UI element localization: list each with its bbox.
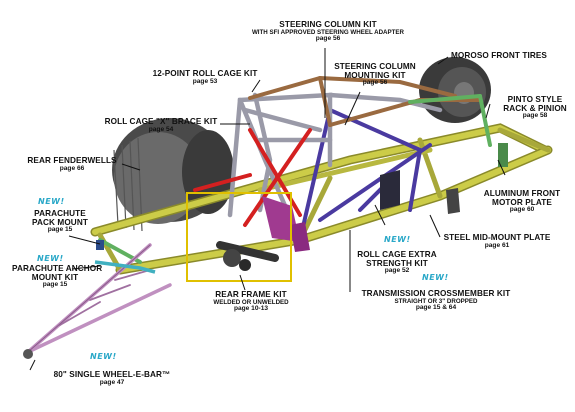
label-roll-cage-12pt-page: page 53 bbox=[192, 77, 218, 85]
label-roll-cage-12pt-title: 12-POINT ROLL CAGE KIT bbox=[152, 69, 258, 78]
mount-bracket bbox=[446, 188, 460, 214]
label-steering-column-mount-page: page 56 bbox=[362, 79, 388, 87]
label-parachute-anchor-title2: MOUNT KIT bbox=[31, 272, 79, 282]
label-rear-fenderwells: REAR FENDERWELLS page 66 bbox=[20, 156, 124, 173]
label-wheelie-bar-title: 80" SINGLE WHEEL-E-BAR™ bbox=[53, 370, 171, 379]
new-badge-wheelie-bar: NEW! bbox=[90, 352, 117, 361]
label-parachute-pack: PARACHUTE PACK MOUNT page 15 bbox=[24, 209, 96, 234]
leader-lines bbox=[29, 48, 506, 371]
label-steering-column-kit-title: STEERING COLUMN KIT bbox=[279, 20, 377, 29]
new-badge-parachute-anchor: NEW! bbox=[37, 254, 64, 263]
label-mid-mount-plate-page: page 61 bbox=[484, 241, 510, 249]
label-extra-strength: ROLL CAGE EXTRA STRENGTH KIT page 52 bbox=[352, 250, 442, 275]
label-steering-column-mount-title2: MOUNTING KIT bbox=[344, 70, 406, 80]
label-pinto-rack: PINTO STYLE RACK & PINION page 58 bbox=[500, 95, 570, 120]
main-frame bbox=[90, 123, 553, 275]
label-parachute-anchor: PARACHUTE ANCHOR MOUNT KIT page 15 bbox=[12, 264, 103, 289]
new-badge-parachute-pack: NEW! bbox=[38, 197, 65, 206]
label-steering-column-mount-title1: STEERING COLUMN bbox=[334, 62, 416, 71]
new-badge-transmission: NEW! bbox=[422, 273, 449, 282]
label-rear-fenderwells-title: REAR FENDERWELLS bbox=[27, 156, 117, 165]
wheelie-bar bbox=[26, 243, 172, 354]
label-extra-strength-page: page 52 bbox=[384, 267, 410, 275]
label-steering-column-kit-sub: WITH SFI APPROVED STEERING WHEEL ADAPTER bbox=[251, 28, 405, 36]
rear-axle bbox=[216, 241, 279, 271]
label-front-motor-plate-title1: ALUMINUM FRONT bbox=[483, 189, 561, 198]
label-rear-frame: REAR FRAME KIT WELDED OR UNWELDED page 1… bbox=[206, 290, 296, 313]
label-front-motor-plate-title2: MOTOR PLATE bbox=[492, 197, 552, 207]
label-extra-strength-title1: ROLL CAGE EXTRA bbox=[357, 250, 437, 259]
label-steering-column-kit-page: page 56 bbox=[315, 35, 341, 43]
label-parachute-pack-title1: PARACHUTE bbox=[34, 209, 86, 218]
label-parachute-anchor-page: page 15 bbox=[42, 281, 68, 289]
label-wheelie-bar-page: page 47 bbox=[99, 378, 125, 386]
label-wheelie-bar: 80" SINGLE WHEEL-E-BAR™ page 47 bbox=[42, 370, 182, 387]
label-moroso-front-tires: MOROSO FRONT TIRES bbox=[451, 51, 571, 61]
motor-plate bbox=[498, 143, 508, 167]
new-badge-extra-strength: NEW! bbox=[384, 235, 411, 244]
label-x-brace-page: page 54 bbox=[148, 125, 174, 133]
label-pinto-rack-page: page 58 bbox=[522, 112, 548, 120]
label-front-motor-plate: ALUMINUM FRONT MOTOR PLATE page 60 bbox=[476, 189, 568, 214]
wheelie-bar-wheel bbox=[23, 349, 33, 359]
label-steering-column-kit: STEERING COLUMN KIT WITH SFI APPROVED ST… bbox=[235, 20, 421, 43]
label-roll-cage-12pt: 12-POINT ROLL CAGE KIT page 53 bbox=[145, 69, 265, 86]
label-extra-strength-title2: STRENGTH KIT bbox=[366, 258, 428, 268]
label-rear-frame-title: REAR FRAME KIT bbox=[215, 290, 287, 299]
rear-frame-highlight-box bbox=[186, 192, 292, 282]
parachute-anchor bbox=[94, 260, 156, 274]
label-rear-frame-sub: WELDED OR UNWELDED bbox=[213, 298, 289, 306]
parachute-pack bbox=[96, 240, 104, 250]
label-transmission-cross: TRANSMISSION CROSSMEMBER KIT STRAIGHT OR… bbox=[358, 289, 514, 312]
label-parachute-anchor-title1: PARACHUTE ANCHOR bbox=[12, 264, 103, 273]
label-rear-frame-page: page 10-13 bbox=[233, 305, 269, 313]
label-parachute-pack-title2: PACK MOUNT bbox=[32, 217, 88, 227]
label-pinto-rack-title2: RACK & PINION bbox=[503, 103, 567, 113]
label-moroso-front-tires-title: MOROSO FRONT TIRES bbox=[451, 51, 547, 60]
label-mid-mount-plate-title: STEEL MID-MOUNT PLATE bbox=[443, 233, 551, 242]
label-transmission-cross-page: page 15 & 64 bbox=[415, 304, 457, 312]
label-front-motor-plate-page: page 60 bbox=[509, 206, 535, 214]
label-transmission-cross-sub: STRAIGHT OR 3" DROPPED bbox=[394, 297, 478, 305]
label-pinto-rack-title1: PINTO STYLE bbox=[507, 95, 563, 104]
label-parachute-pack-page: page 15 bbox=[47, 226, 73, 234]
label-mid-mount-plate: STEEL MID-MOUNT PLATE page 61 bbox=[437, 233, 557, 250]
label-steering-column-mount: STEERING COLUMN MOUNTING KIT page 56 bbox=[333, 62, 417, 87]
label-rear-fenderwells-page: page 66 bbox=[59, 164, 85, 172]
label-x-brace-title: ROLL CAGE "X" BRACE KIT bbox=[104, 117, 218, 126]
label-transmission-cross-title: TRANSMISSION CROSSMEMBER KIT bbox=[361, 289, 511, 298]
mid-mount-plate-shape bbox=[380, 170, 400, 210]
label-x-brace: ROLL CAGE "X" BRACE KIT page 54 bbox=[101, 117, 221, 134]
